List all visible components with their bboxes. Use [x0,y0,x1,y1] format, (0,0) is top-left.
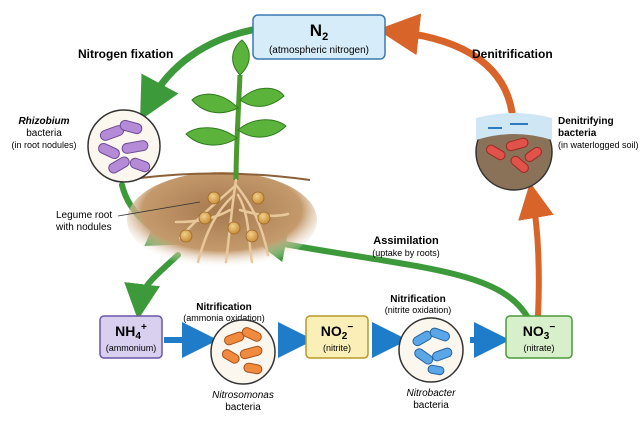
denitrifying-label-line2: bacteria [558,128,597,139]
nitrite-box: NO2− (nitrite) [305,315,369,359]
legume-plant-illustration [127,39,317,268]
n2-formula: N2 [310,21,328,43]
nitrate-box: NO3− (nitrate) [505,315,573,359]
n2-label: (atmospheric nitrogen) [269,45,369,56]
nitrite-formula: NO2− [321,322,354,342]
nitrate-formula: NO3− [523,322,556,342]
nitrogen-fixation-label: Nitrogen fixation [78,47,173,61]
legume-root-label-line2: with nodules [55,222,112,233]
denitrifying-bacteria-circle [475,113,553,191]
nitrosomonas-bacteria-circle [210,319,276,385]
nitrogen-fixation-arrow [140,26,256,121]
denitrifying-label-line3: (in waterlogged soil) [558,140,639,150]
nitrate-label: (nitrate) [523,343,554,353]
rhizobium-label-line2: bacteria [26,128,62,139]
nitrobacter-bacteria-circle [398,317,464,383]
nitrosomonas-sublabel: bacteria [225,402,261,413]
ammonium-label: (ammonium) [106,343,157,353]
assimilation-arrow [250,226,531,321]
ammonium-box: NH4+ (ammonium) [99,315,163,359]
nitrification-1-label: Nitrification [196,302,252,313]
rhizobium-label-line3: (in root nodules) [11,140,76,150]
nitrobacter-sublabel: bacteria [413,400,449,411]
nitrosomonas-label: Nitrosomonas [212,390,274,401]
assimilation-label: Assimilation [373,235,439,247]
legume-root-label-line1: Legume root [56,210,112,221]
nitrification-2-label: Nitrification [390,294,446,305]
nitrite-label: (nitrite) [323,343,351,353]
assimilation-sublabel: (uptake by roots) [372,248,440,258]
denitrification-arrow [377,13,516,116]
n2-box: N2 (atmospheric nitrogen) [252,14,386,60]
root-to-ammonium-arrow [124,252,181,320]
rhizobium-label-line1: Rhizobium [18,116,69,127]
nitrate-to-denitrifying-arrow [518,182,554,319]
nitrification-2-sublabel: (nitrite oxidation) [385,305,452,315]
denitrification-label: Denitrification [472,47,553,61]
nitrobacter-label: Nitrobacter [407,388,457,399]
denitrifying-label-line1: Denitrifying [558,116,614,127]
nitrification-1-sublabel: (ammonia oxidation) [183,313,265,323]
rhizobium-bacteria-circle [87,109,161,183]
ammonium-formula: NH4+ [115,322,147,342]
